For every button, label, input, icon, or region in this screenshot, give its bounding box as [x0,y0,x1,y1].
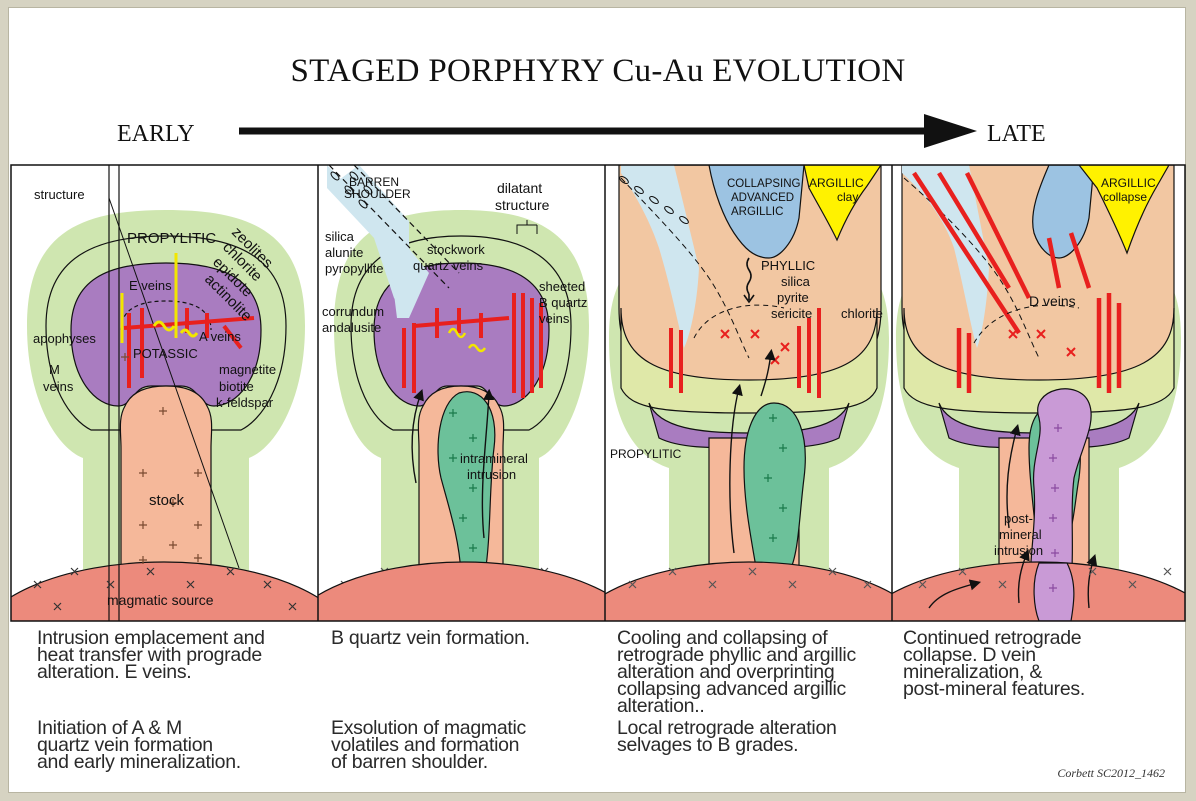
label-a-veins: A veins [199,329,241,344]
label-propylitic: PROPYLITIC [610,447,682,461]
caption-panel-3-a: Cooling and collapsing of retrograde phy… [617,630,856,715]
label-pyropyllite: pyropyllite [325,261,384,276]
label-dilatant: dilatant [497,180,542,196]
caption-panel-4-a: Continued retrograde collapse. D vein mi… [903,630,1085,698]
label-alunite: alunite [325,245,363,260]
label-silica: silica [325,229,355,244]
timeline-arrow [239,114,977,148]
label-sericite: sericite [771,306,812,321]
label-shoulder: SHOULDER [344,187,411,201]
label-argillic-upper: ARGILLIC [731,206,783,218]
label-veins: veins [539,311,570,326]
label-chlorite: chlorite [841,306,883,321]
label-d-veins: D veins [1029,293,1076,309]
label-b-quartz: B quartz [539,295,587,310]
label-corrundum: corrundum [322,304,384,319]
label-dilatant-structure: structure [495,197,550,213]
label-sheeted: sheeted [539,279,585,294]
label-biotite: biotite [219,379,254,394]
label-argillic: ARGILLIC [1101,176,1156,190]
label-collapse: collapse [1103,190,1147,204]
label-potassic: POTASSIC [133,346,198,361]
label-e-veins: E veins [129,278,172,293]
label-mineral: mineral [999,527,1042,542]
caption-panel-1-b: Initiation of A & M quartz vein formatio… [37,720,241,771]
caption-panel-3-b: Local retrograde alteration selvages to … [617,720,837,754]
label-m: M [49,362,60,377]
label-structure: structure [34,187,85,202]
label-phyllic: PHYLLIC [761,258,815,273]
label-magnetite: magnetite [219,362,276,377]
label-kfeldspar: k-feldspar [216,395,274,410]
label-intrusion: intrusion [467,467,516,482]
label-m-veins: veins [43,379,74,394]
caption-panel-2-b: Exsolution of magmatic volatiles and for… [331,720,526,771]
figure-frame: STAGED PORPHYRY Cu-Au EVOLUTION EARLY LA… [8,7,1186,793]
label-quartz-veins: quartz veins [413,258,484,273]
label-clay: clay [837,190,858,204]
label-argillic: ARGILLIC [809,176,864,190]
label-apophyses: apophyses [33,331,96,346]
label-pyrite: pyrite [777,290,809,305]
label-advanced: ADVANCED [731,192,794,204]
label-stockwork: stockwork [427,242,485,257]
caption-panel-1-a: Intrusion emplacement and heat transfer … [37,630,265,681]
label-propylitic: PROPYLITIC [127,230,216,247]
label-intrusion: intrusion [994,543,1043,558]
label-magmatic-source: magmatic source [107,592,214,608]
label-post: post- [1004,511,1033,526]
credit-text: Corbett SC2012_1462 [1057,766,1165,781]
caption-panel-2-a: B quartz vein formation. [331,630,530,647]
label-stock: stock [149,492,185,509]
label-andalusite: andalusite [322,320,381,335]
label-silica: silica [781,274,811,289]
label-collapsing: COLLAPSING [727,178,801,190]
label-intramineral: intramineral [460,451,528,466]
